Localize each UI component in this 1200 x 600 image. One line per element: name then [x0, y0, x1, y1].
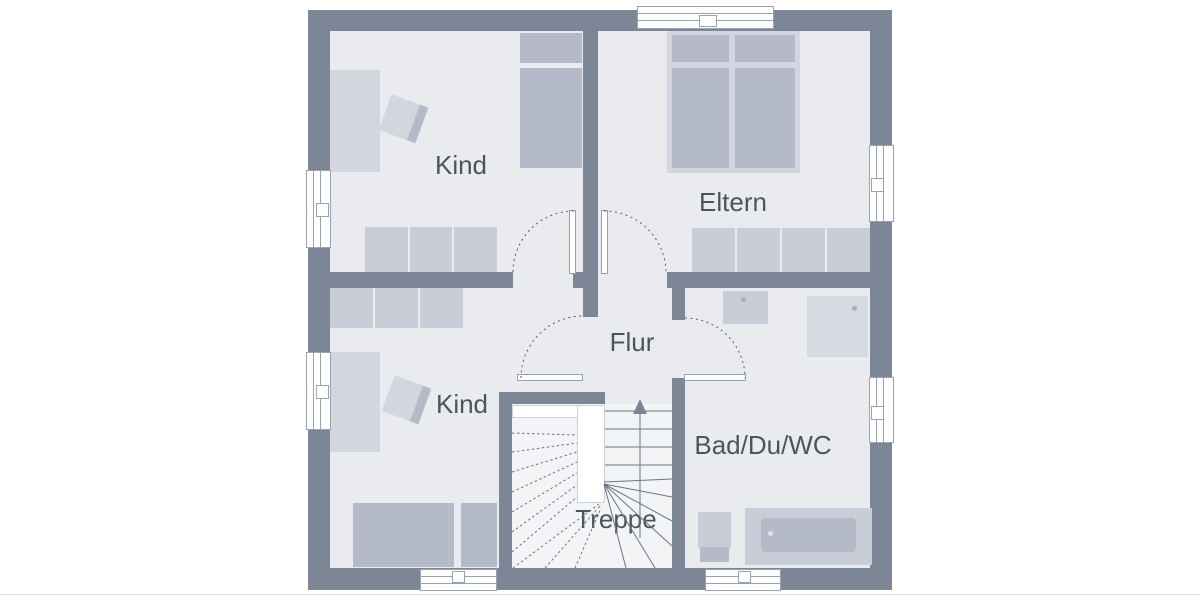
door-leaf — [569, 210, 576, 274]
room-label-kind-bottom: Kind — [435, 389, 489, 419]
wardrobe — [330, 287, 463, 328]
page-divider — [0, 594, 1200, 595]
desk — [330, 70, 380, 172]
room-label-treppe: Treppe — [575, 504, 657, 534]
window-handle — [871, 178, 884, 192]
window — [869, 145, 894, 222]
interior-wall — [672, 378, 685, 568]
washbasin-faucet — [741, 297, 746, 302]
window — [637, 6, 774, 29]
window-handle — [316, 203, 329, 217]
bathtub-drain — [768, 531, 773, 536]
wardrobe-segment — [375, 287, 418, 328]
interior-wall — [672, 288, 685, 320]
shower — [807, 296, 868, 357]
room-label-eltern: Eltern — [699, 187, 767, 217]
bed-mattress — [353, 503, 454, 567]
interior-wall — [573, 272, 583, 288]
desk — [330, 352, 380, 452]
window — [306, 170, 331, 248]
toilet-tank — [700, 547, 729, 562]
wardrobe — [365, 227, 498, 273]
washbasin — [723, 291, 768, 324]
wardrobe-segment — [827, 228, 870, 272]
door-leaf — [601, 210, 608, 274]
bathtub-inner — [761, 518, 856, 552]
bed-pillow — [735, 35, 795, 62]
toilet-bowl — [698, 512, 731, 548]
bed-pillow — [461, 503, 497, 567]
bed-pillow — [520, 33, 582, 63]
window-handle — [699, 15, 717, 27]
interior-wall — [667, 272, 870, 288]
wardrobe-segment — [454, 227, 498, 273]
wardrobe-segment — [692, 228, 735, 272]
room-label-flur: Flur — [609, 327, 655, 357]
interior-wall — [583, 31, 598, 317]
bed-mattress — [520, 68, 582, 168]
wardrobe-segment — [409, 227, 453, 273]
wardrobe-segment — [330, 287, 373, 328]
shower-drain — [852, 306, 857, 311]
stair-spine — [577, 405, 605, 503]
bed-mattress — [735, 68, 795, 168]
wardrobe — [692, 228, 870, 272]
wardrobe-segment — [782, 228, 825, 272]
window — [306, 352, 331, 430]
bed-pillow — [672, 35, 729, 62]
interior-wall — [499, 392, 605, 404]
window — [420, 569, 497, 591]
interior-wall — [499, 392, 512, 568]
bed-mattress — [672, 68, 729, 168]
window-handle — [738, 571, 751, 583]
wardrobe-segment — [420, 287, 463, 328]
door-leaf — [684, 374, 746, 381]
window-handle — [316, 385, 329, 399]
window-handle — [871, 406, 884, 420]
room-label-kind-top: Kind — [434, 150, 488, 180]
door-leaf — [517, 374, 583, 381]
bathtub — [745, 508, 872, 565]
wardrobe-segment — [737, 228, 780, 272]
window-handle — [452, 571, 465, 583]
window — [705, 569, 781, 591]
wardrobe-segment — [365, 227, 408, 273]
window — [869, 377, 894, 443]
interior-wall — [330, 272, 513, 288]
room-label-bad: Bad/Du/WC — [694, 430, 832, 460]
